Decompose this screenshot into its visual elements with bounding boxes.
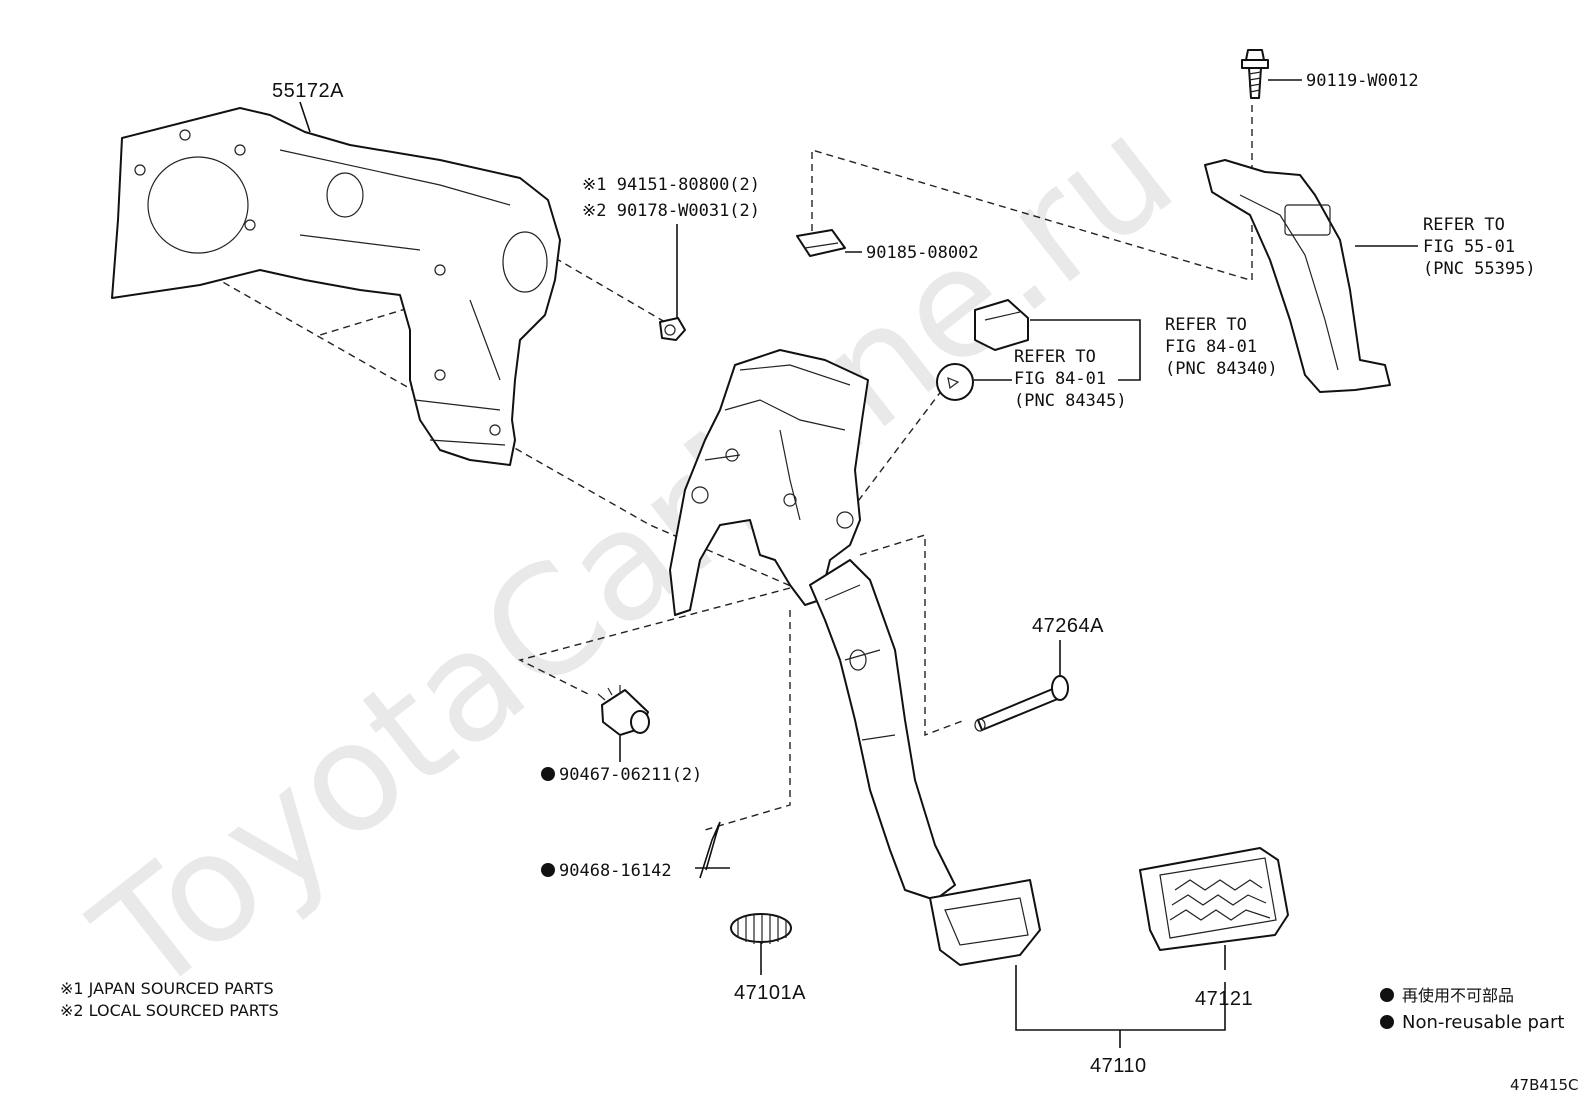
clip-90468	[695, 821, 730, 879]
label-90467-06211: 90467-06211(2)	[559, 765, 702, 785]
refer-55-line1: REFER TO	[1423, 215, 1505, 235]
return-spring-47101a	[730, 913, 792, 944]
legend-dot-jp	[1380, 988, 1394, 1002]
non-reusable-dot-90467	[541, 767, 555, 781]
label-90468-16142: 90468-16142	[559, 861, 672, 881]
bolt-90119	[1241, 49, 1269, 99]
pedal-pad-47121	[1139, 847, 1289, 951]
non-reusable-dot-90468	[541, 863, 555, 877]
leader-55172a	[299, 101, 311, 133]
refer-84345-line3: (PNC 84345)	[1014, 391, 1127, 411]
refer-84340-line1: REFER TO	[1165, 315, 1247, 335]
leader-47110	[1015, 965, 1226, 1031]
refer-fig-84-01-84340: REFER TO FIG 84-01 (PNC 84340)	[1165, 315, 1278, 379]
label-90185-08002: 90185-08002	[866, 243, 979, 263]
refer-84340-line2: FIG 84-01	[1165, 337, 1257, 357]
figure-code: 47B415C	[1510, 1076, 1578, 1094]
pedal-support-bracket-55172a	[111, 107, 561, 466]
refer-55-line3: (PNC 55395)	[1423, 259, 1536, 279]
pedal-pin-47264a	[974, 675, 1069, 732]
label-47121: 47121	[1195, 988, 1253, 1010]
refer-84345-line1: REFER TO	[1014, 347, 1096, 367]
label-47101a: 47101A	[734, 982, 806, 1004]
refer-55-line2: FIG 55-01	[1423, 237, 1515, 257]
refer-84345-line2: FIG 84-01	[1014, 369, 1106, 389]
legend-dot-en	[1380, 1015, 1394, 1029]
label-90178-w0031: ※2 90178-W0031(2)	[582, 201, 760, 221]
refer-fig-55-01: REFER TO FIG 55-01 (PNC 55395)	[1423, 215, 1536, 279]
label-47110: 47110	[1090, 1055, 1147, 1077]
label-55172a: 55172A	[272, 80, 344, 102]
stop-lamp-switch-84340	[974, 299, 1029, 351]
pedal-cushion-84345	[936, 363, 974, 401]
flange-nut	[659, 317, 686, 341]
note-local-sourced: ※2 LOCAL SOURCED PARTS	[60, 1001, 279, 1020]
label-47264a: 47264A	[1032, 615, 1104, 637]
bushing-90467	[597, 685, 650, 736]
refer-84340-line3: (PNC 84340)	[1165, 359, 1278, 379]
legend-en: Non-reusable part	[1402, 1012, 1564, 1033]
label-90119-w0012: 90119-W0012	[1306, 71, 1419, 91]
legend-jp: 再使用不可部品	[1402, 986, 1514, 1005]
reinforcement-bracket-55395	[1204, 159, 1391, 393]
note-japan-sourced: ※1 JAPAN SOURCED PARTS	[60, 979, 274, 998]
clip-90185	[796, 229, 846, 257]
leader-84340	[1030, 319, 1141, 381]
refer-fig-84-01-84345: REFER TO FIG 84-01 (PNC 84345)	[1014, 347, 1127, 411]
label-94151-80800: ※1 94151-80800(2)	[582, 175, 760, 195]
brake-pedal-assembly-47110	[669, 349, 1041, 966]
